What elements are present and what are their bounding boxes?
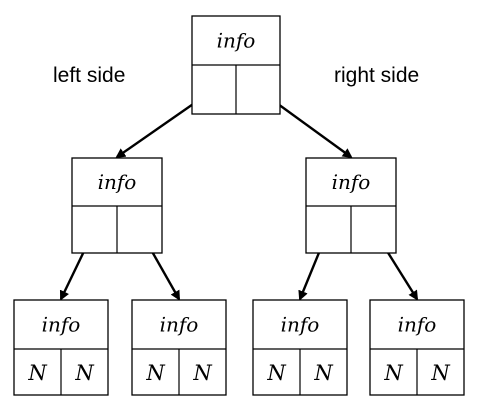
right-null-pointer: N xyxy=(313,361,333,385)
right-null-pointer: N xyxy=(430,361,450,385)
node-info-field: info xyxy=(281,313,320,337)
tree-node-left-child: info xyxy=(71,157,163,254)
right-side-label: right side xyxy=(334,64,420,87)
node-info-field: info xyxy=(332,170,371,194)
left-null-pointer: N xyxy=(266,361,286,385)
tree-node-root: info xyxy=(191,15,281,115)
tree-node-right-child: info xyxy=(305,157,397,254)
left-null-pointer: N xyxy=(383,361,403,385)
right-null-pointer: N xyxy=(192,361,212,385)
right-null-pointer: N xyxy=(74,361,94,385)
node-info-field: info xyxy=(217,29,256,53)
node-info-field: info xyxy=(160,313,199,337)
left-null-pointer: N xyxy=(145,361,165,385)
node-info-field: info xyxy=(398,313,437,337)
node-info-field: info xyxy=(42,313,81,337)
node-info-field: info xyxy=(98,170,137,194)
left-side-label: left side xyxy=(53,64,126,87)
left-null-pointer: N xyxy=(27,361,47,385)
